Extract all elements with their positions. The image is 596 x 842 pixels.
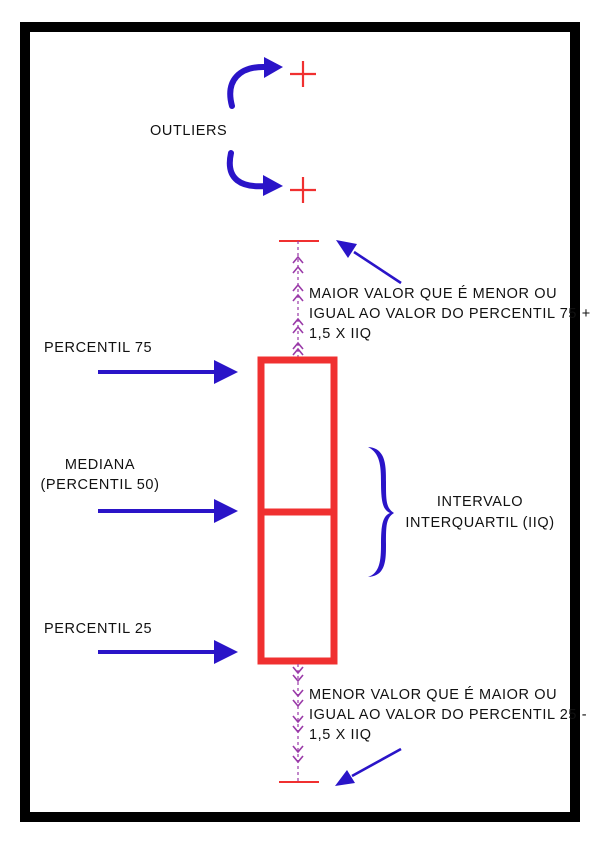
lower-whisker-label-line3: 1,5 X IIQ — [309, 727, 372, 743]
diagram-frame — [20, 22, 580, 822]
upper-whisker-label-line3: 1,5 X IIQ — [309, 326, 372, 342]
outlier-plus-icon-top — [290, 61, 316, 87]
lower-whisker-label-line2: IGUAL AO VALOR DO PERCENTIL 25 - — [309, 707, 588, 723]
diagonal-arrow-icon-lower — [335, 747, 402, 786]
lower-whisker-label-line1: MENOR VALOR QUE É MAIOR OU — [309, 687, 558, 703]
outlier-plus-icon-bottom — [290, 177, 316, 203]
curly-brace-icon — [368, 447, 394, 577]
arrow-icon-p75 — [98, 360, 238, 384]
curved-arrow-icon-bottom — [226, 150, 283, 196]
iqr-label-line2: INTERQUARTIL (IIQ) — [405, 515, 555, 531]
percentile-75-label: PERCENTIL 75 — [44, 340, 153, 356]
upper-whisker-label-line2: IGUAL AO VALOR DO PERCENTIL 75 + — [309, 306, 591, 322]
arrow-icon-median — [98, 499, 238, 523]
outliers-label: OUTLIERS — [150, 123, 228, 139]
upper-whisker-chevron-icons — [292, 255, 304, 356]
arrow-icon-p25 — [98, 640, 238, 664]
lower-whisker-chevron-icons — [292, 666, 304, 764]
curved-arrow-icon-top — [227, 57, 283, 109]
median-label-line1: MEDIANA — [64, 457, 136, 473]
upper-whisker-label-line1: MAIOR VALOR QUE É MENOR OU — [309, 286, 558, 302]
percentile-25-label: PERCENTIL 25 — [44, 621, 153, 637]
iqr-label-line1: INTERVALO — [436, 494, 524, 510]
median-label-line2: (PERCENTIL 50) — [40, 477, 160, 493]
diagonal-arrow-icon-upper — [336, 240, 402, 285]
